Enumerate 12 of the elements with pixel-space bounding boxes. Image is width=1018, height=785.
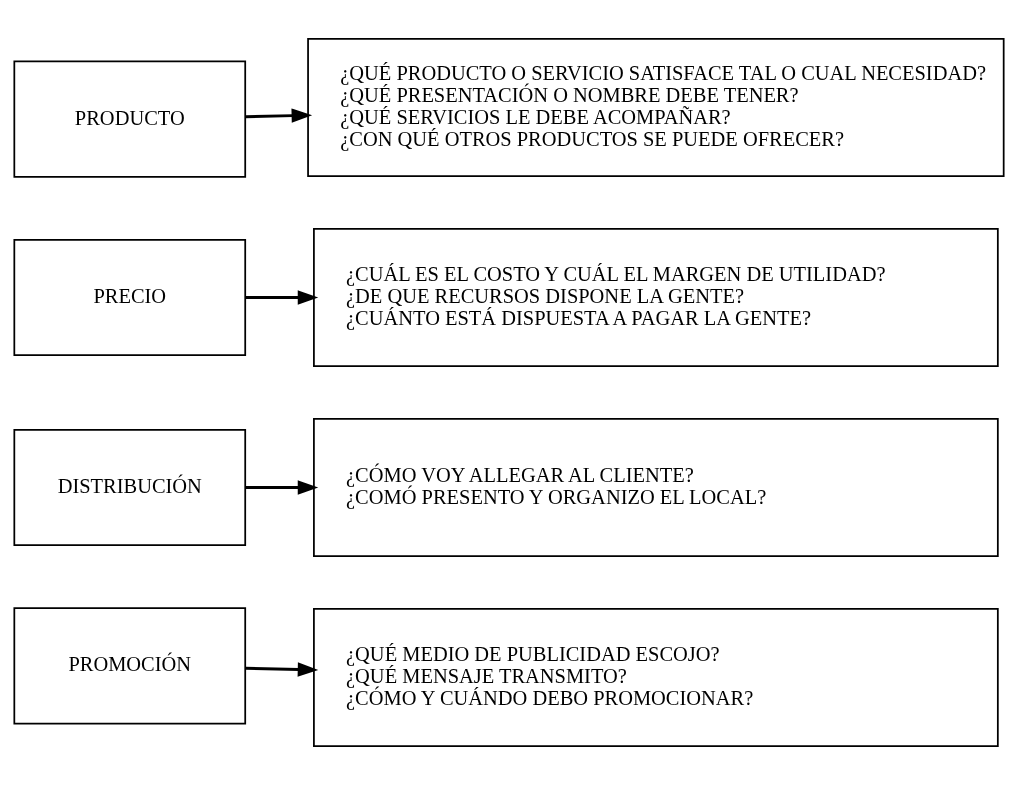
node-box: ¿CÓMO VOY ALLEGAR AL CLIENTE? ¿COMÓ PRESENTO Y ORGANIZO EL LOCAL?: [313, 417, 999, 558]
arrow: [245, 662, 319, 677]
node-box: PRECIO: [13, 238, 247, 357]
node-box: ¿QUÉ PRODUCTO O SERVICIO SATISFACE TAL O CUAL NECESIDAD? ¿QUÉ PRESENTACIÓN O NOMBRE DEBE TENER? ¿QUÉ SERVICIOS LE DEBE ACOMPAÑAR? ¿CON QUÉ OTROS PRODUCTOS SE PUEDE OFRECER?: [307, 37, 1005, 178]
arrow: [245, 108, 313, 123]
node-box: PRODUCTO: [13, 60, 247, 178]
arrow: [245, 290, 319, 305]
node-box: PROMOCIÓN: [13, 607, 247, 725]
node-box: DISTRIBUCIÓN: [13, 428, 247, 547]
arrow: [245, 480, 319, 495]
node-box: ¿CUÁL ES EL COSTO Y CUÁL EL MARGEN DE UTILIDAD? ¿DE QUE RECURSOS DISPONE LA GENTE? ¿CUÁNTO ESTÁ DISPUESTA A PAGAR LA GENTE?: [313, 227, 999, 368]
node-box: ¿QUÉ MEDIO DE PUBLICIDAD ESCOJO? ¿QUÉ MENSAJE TRANSMITO? ¿CÓMO Y CUÁNDO DEBO PROMOCIONAR?: [313, 607, 999, 748]
